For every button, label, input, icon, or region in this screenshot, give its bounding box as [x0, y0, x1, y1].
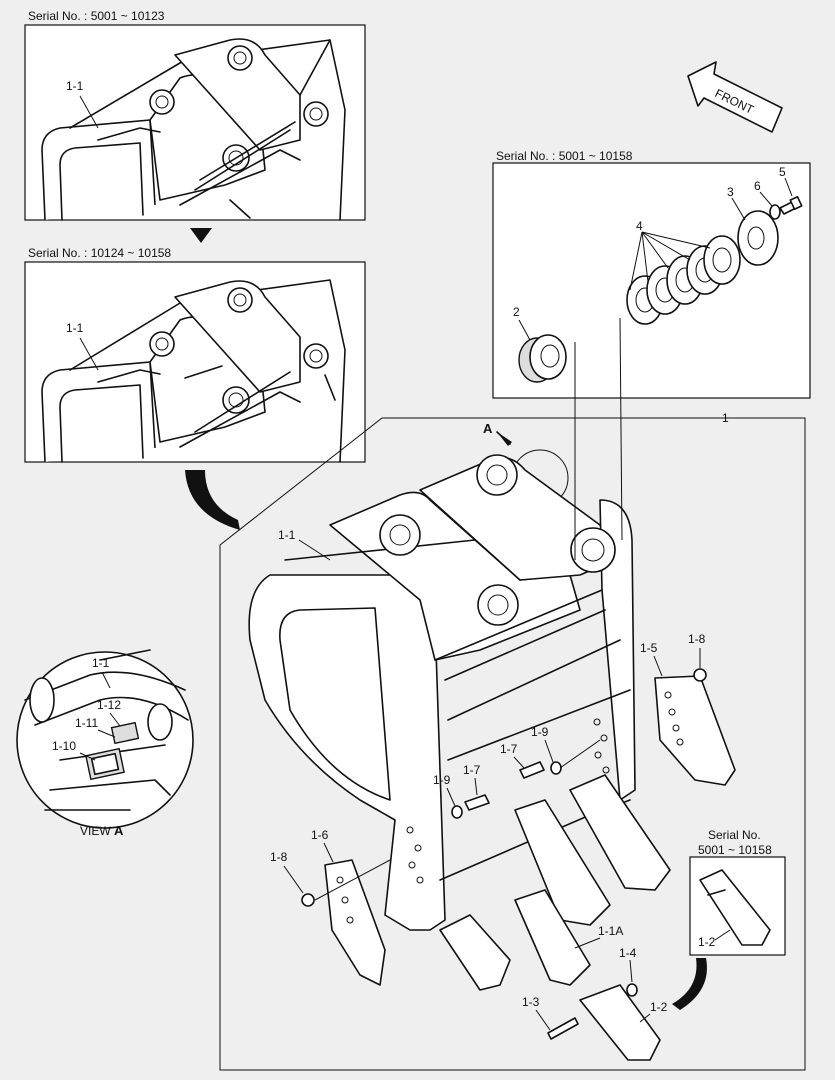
label-1-5: 1-5	[640, 641, 658, 655]
label-1-8-left: 1-8	[270, 850, 288, 864]
tooth-serial-line1: Serial No.	[708, 828, 761, 842]
label-1-9-right: 1-9	[531, 725, 549, 739]
label-1-9-left: 1-9	[433, 773, 451, 787]
retainer-plate	[737, 210, 779, 266]
label-1-12: 1-12	[97, 698, 121, 712]
washer-and-bolt	[769, 195, 803, 220]
inset-to-main-arrow	[185, 470, 240, 530]
label-1-1-late: 1-1	[66, 321, 84, 335]
pin-bushing	[518, 334, 567, 383]
label-1-10: 1-10	[52, 739, 76, 753]
label-6: 6	[754, 179, 761, 193]
label-3: 3	[727, 185, 734, 199]
bucket-top-late-drawing	[41, 279, 346, 463]
label-2: 2	[513, 305, 520, 319]
label-1: 1	[722, 411, 729, 425]
serial-range-late: Serial No. : 10124 ~ 10158	[28, 246, 171, 260]
label-1-7-left: 1-7	[463, 763, 481, 777]
label-1-1-early: 1-1	[66, 79, 84, 93]
inset-early-serial: Serial No. : 5001 ~ 10123 1-1	[24, 9, 366, 221]
inset-late-serial: Serial No. : 10124 ~ 10158 1-1	[24, 246, 366, 463]
label-1-1-main: 1-1	[278, 528, 296, 542]
tooth-serial-line2: 5001 ~ 10158	[698, 843, 772, 857]
inset-pin-assembly: Serial No. : 5001 ~ 10158 4 3	[492, 149, 811, 399]
label-1-7-right: 1-7	[500, 742, 518, 756]
label-1-1A: 1-1A	[598, 924, 623, 938]
fasteners	[301, 668, 707, 1040]
view-label: VIEW A	[80, 823, 124, 838]
label-1-6: 1-6	[311, 828, 329, 842]
shim-stack	[626, 235, 741, 325]
serial-range-pin-assembly: Serial No. : 5001 ~ 10158	[496, 149, 633, 163]
label-1-11: 1-11	[75, 716, 98, 730]
bucket-teeth	[439, 774, 671, 1061]
label-5: 5	[779, 165, 786, 179]
label-1-2-main: 1-2	[650, 1000, 668, 1014]
label-1-1-view: 1-1	[92, 656, 110, 670]
label-1-4: 1-4	[619, 946, 637, 960]
side-cutter-left	[324, 859, 386, 986]
label-1-8-right: 1-8	[688, 632, 706, 646]
view-a-detail: 1-1 1-12 1-11 1-10	[16, 649, 194, 829]
tooth-inset-arrow	[672, 958, 707, 1010]
front-direction-arrow: FRONT	[687, 61, 783, 133]
inset-tooth: Serial No. 5001 ~ 10158 1-2	[672, 828, 786, 1010]
bucket-top-early-drawing	[41, 38, 346, 221]
side-cutter-right	[654, 675, 736, 786]
transition-arrow	[190, 228, 212, 243]
label-1-3: 1-3	[522, 995, 540, 1009]
serial-range-early: Serial No. : 5001 ~ 10123	[28, 9, 165, 23]
label-4: 4	[636, 219, 643, 233]
label-1-2-inset: 1-2	[698, 935, 716, 949]
bucket-body	[248, 454, 636, 931]
main-assembly: 1 A	[219, 317, 806, 1071]
view-a-marker: A	[483, 421, 493, 436]
